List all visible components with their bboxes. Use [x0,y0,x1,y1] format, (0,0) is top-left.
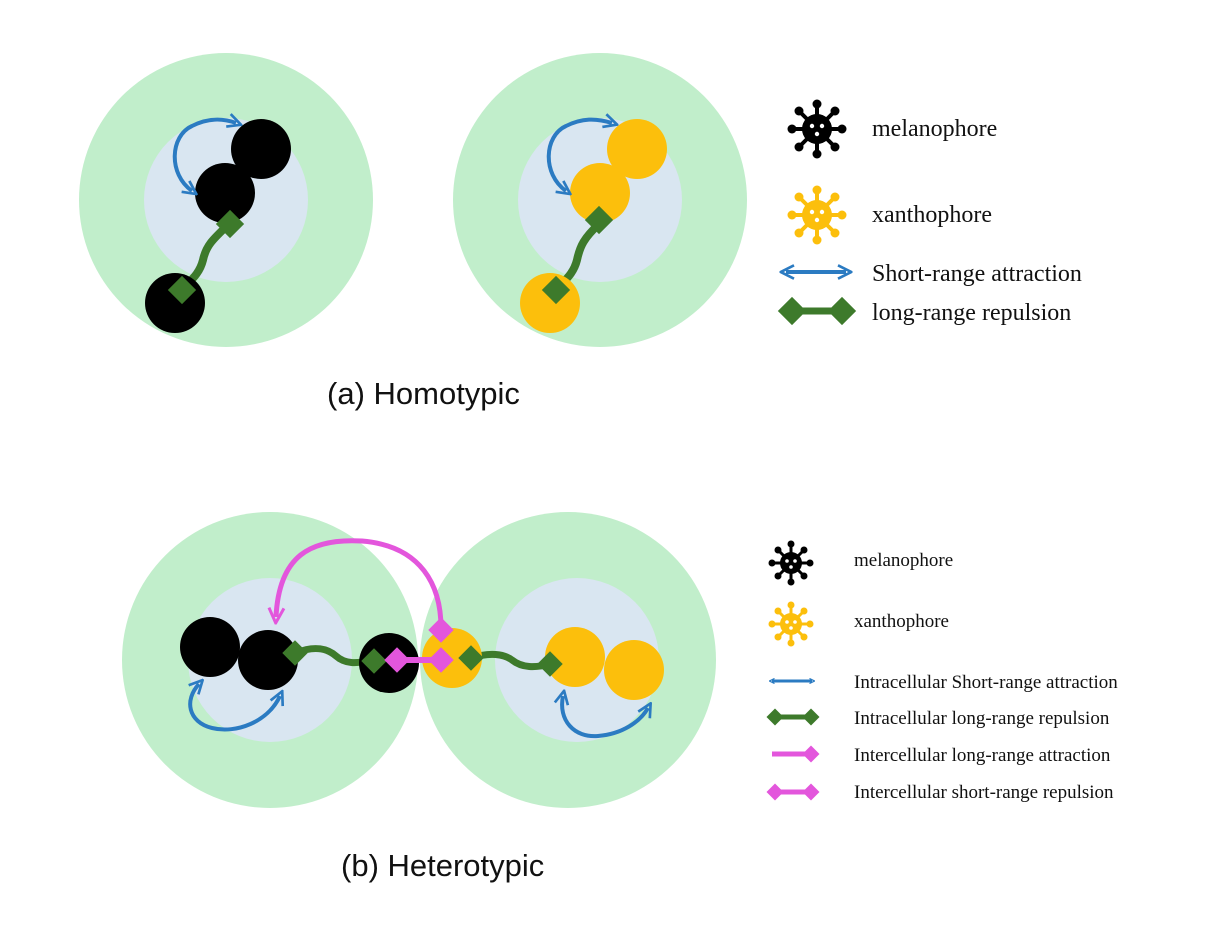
intracellular-attraction-arrow [190,684,280,732]
repulsion-node [584,205,614,235]
repulsion-node [458,645,484,671]
melanophore-cell [238,630,298,690]
melanophore-domain [79,53,373,347]
legend-xanthophore-label: xanthophore [854,611,949,632]
legend-long-repulsion-label: long-range repulsion [872,300,1071,326]
intercellular-long-attraction-arrow [276,538,444,629]
xanthophore-cell [422,628,482,688]
panel-a-caption: (a) Homotypic [327,376,520,411]
legend-melanophore-label: melanophore [872,116,997,142]
melanophore-icon [768,540,814,586]
legend-melanophore-label: melanophore [854,550,953,571]
xanthophore-cell [545,627,605,687]
repulsion-node [541,275,571,305]
legend-short-attraction-label: Short-range attraction [872,261,1082,287]
melanophore-icon [787,99,847,159]
xanthophore-cell [607,119,667,179]
intercellular-node [384,647,410,673]
green-repulsion-link-icon [766,708,820,726]
repulsion-node [537,651,563,677]
intercellular-node [428,617,454,643]
panel-heterotypic: (b) Heterotypic [122,512,716,883]
xanthophore-icon [768,601,814,647]
legend-inter-short-repulsion-label: Intercellular short-range repulsion [854,782,1114,803]
legend-xanthophore-label: xanthophore [872,202,992,228]
xanthophore-icon [787,185,847,245]
xanthophore-domain [453,53,747,347]
panel-homotypic: (a) Homotypic [79,53,747,411]
melanophore-cell [180,617,240,677]
melanophore-cell [231,119,291,179]
intercellular-node [428,647,454,673]
xanthophore-cell [604,640,664,700]
legend-inter-long-attraction-label: Intercellular long-range attraction [854,745,1111,766]
legend-homotypic: melanophore xanthophore Short-range attr… [777,99,1082,326]
short-range-attraction-arrow [172,120,236,191]
legend-heterotypic: melanophore xanthophore Intracellular Sh… [766,540,1118,803]
pink-repulsion-link-icon [766,783,820,801]
intracellular-repulsion-link [467,650,555,671]
repulsion-node [282,640,308,666]
legend-intra-long-repulsion-label: Intracellular long-range repulsion [854,708,1110,729]
repulsion-node [361,648,387,674]
short-range-attraction-arrow [546,120,612,191]
repulsion-link-icon [777,296,857,326]
pink-attraction-link-icon [772,745,820,763]
panel-b-caption: (b) Heterotypic [341,848,544,883]
melanophore-cell [195,163,255,223]
melanophore-cell [145,273,205,333]
legend-intra-short-attraction-label: Intracellular Short-range attraction [854,672,1118,693]
intracellular-attraction-arrow [562,696,648,739]
